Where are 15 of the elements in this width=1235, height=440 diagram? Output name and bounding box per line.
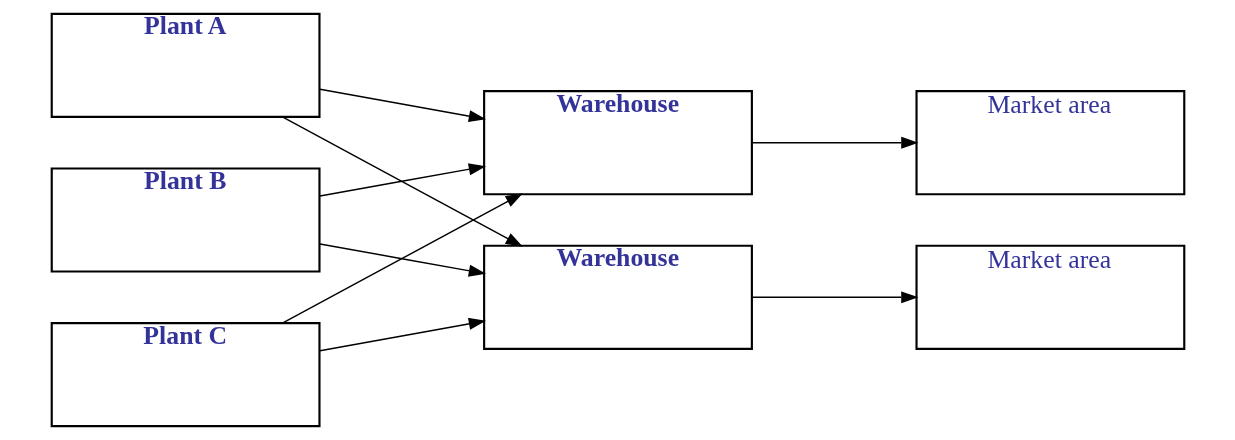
node-box: Warehouse [482, 244, 753, 350]
arrow [751, 291, 918, 304]
arrow [318, 317, 486, 352]
arrow [318, 88, 486, 123]
node-box: Plant A [50, 12, 321, 118]
arrow [281, 116, 523, 247]
arrow [318, 163, 486, 197]
node-box: Market area [914, 90, 1185, 196]
node-box: Market area [914, 244, 1185, 350]
node-box: Warehouse [482, 90, 753, 196]
node-box: Plant B [50, 167, 321, 273]
node-box: Plant C [50, 322, 321, 428]
arrow [281, 193, 523, 324]
arrow [751, 136, 918, 149]
arrow [318, 243, 486, 277]
